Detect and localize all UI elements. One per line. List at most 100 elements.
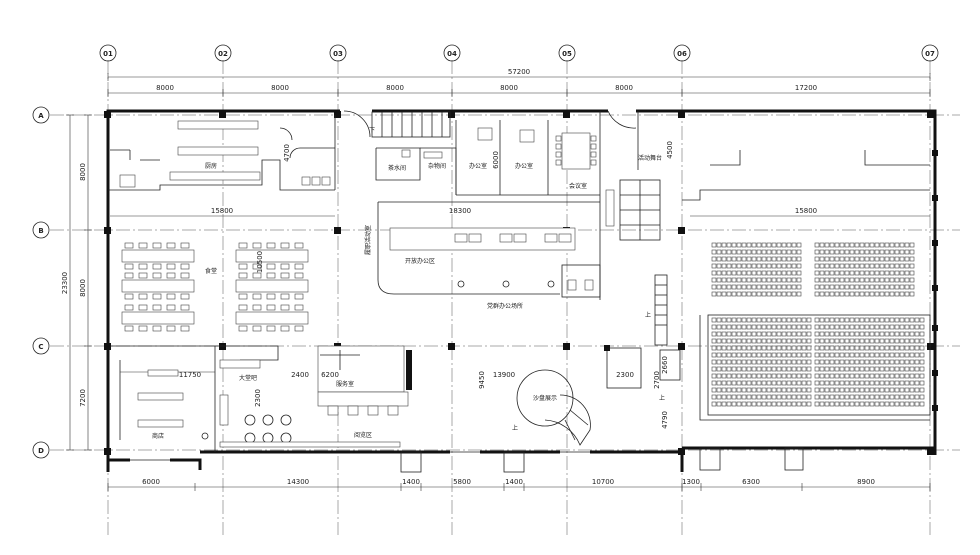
auditorium-seat [904, 373, 910, 379]
auditorium-seat [731, 380, 737, 386]
shop-label: 商店 [152, 432, 164, 440]
auditorium-seat [854, 338, 860, 344]
auditorium-seat [909, 380, 915, 386]
auditorium-seat [864, 263, 870, 269]
auditorium-seat [884, 291, 890, 297]
auditorium-seat [864, 380, 870, 386]
auditorium-seat [899, 387, 905, 393]
svg-text:A: A [38, 112, 44, 120]
reading-seat [280, 432, 292, 444]
auditorium-seat [889, 277, 895, 283]
canteen-chair [166, 293, 176, 300]
auditorium-seat [834, 277, 840, 283]
auditorium-seat [781, 249, 787, 255]
auditorium-seat [781, 242, 787, 248]
auditorium-seat [806, 387, 812, 393]
reading-label: 阅览区 [354, 431, 372, 439]
auditorium-seat [746, 373, 752, 379]
dim-bottom-5: 1400 [505, 478, 523, 486]
auditorium-seat [914, 359, 920, 365]
canteen-chair [280, 293, 290, 300]
auditorium-seat [839, 394, 845, 400]
auditorium-seat [814, 331, 820, 337]
auditorium-seat [874, 242, 880, 248]
canteen-chair [238, 293, 248, 300]
auditorium-seat [741, 366, 747, 372]
auditorium-seat [721, 380, 727, 386]
canteen-chair [180, 304, 190, 311]
auditorium-seat [864, 284, 870, 290]
auditorium-seat [721, 352, 727, 358]
auditorium-seat [761, 373, 767, 379]
auditorium-seat [746, 324, 752, 330]
auditorium-seat [869, 270, 875, 276]
auditorium-seat [919, 366, 925, 372]
auditorium-seat [791, 291, 797, 297]
auditorium-seat [859, 394, 865, 400]
auditorium-seat [824, 338, 830, 344]
auditorium-seat [839, 359, 845, 365]
auditorium-seat [786, 387, 792, 393]
auditorium-seat [711, 291, 717, 297]
auditorium-seat [874, 270, 880, 276]
auditorium-seat [834, 249, 840, 255]
canteen-chair [138, 272, 148, 279]
auditorium-seat [721, 373, 727, 379]
auditorium-seat [711, 256, 717, 262]
auditorium-seat [791, 387, 797, 393]
auditorium-seat [849, 277, 855, 283]
auditorium-seat [711, 401, 717, 407]
auditorium-seat [731, 242, 737, 248]
row-axis-markers: A B C D [32, 106, 50, 459]
auditorium-seat [884, 256, 890, 262]
auditorium-seat [746, 345, 752, 351]
auditorium-seat [716, 352, 722, 358]
canteen-table [121, 249, 195, 263]
canteen-chair [124, 272, 134, 279]
auditorium-seat [761, 387, 767, 393]
auditorium-seat [914, 366, 920, 372]
auditorium-seat [741, 331, 747, 337]
auditorium-seat [806, 366, 812, 372]
auditorium-seat [889, 359, 895, 365]
auditorium-seat [834, 380, 840, 386]
auditorium-seat [716, 317, 722, 323]
workstation [499, 233, 513, 243]
auditorium-seat [731, 277, 737, 283]
auditorium-seat [864, 256, 870, 262]
auditorium-seat [766, 366, 772, 372]
auditorium-seat [859, 380, 865, 386]
auditorium-seat [814, 249, 820, 255]
auditorium-seat [711, 366, 717, 372]
auditorium-seat [899, 359, 905, 365]
svg-text:D: D [38, 447, 44, 455]
office-1-label: 办公室 [469, 162, 487, 170]
auditorium-seat [771, 270, 777, 276]
auditorium-seat [819, 263, 825, 269]
auditorium-seat [756, 256, 762, 262]
auditorium-seat [824, 270, 830, 276]
auditorium-seat [824, 352, 830, 358]
canteen-chair [180, 272, 190, 279]
auditorium-seat [786, 317, 792, 323]
canteen-chair [180, 242, 190, 249]
auditorium-seat [894, 277, 900, 283]
auditorium-seat [771, 401, 777, 407]
auditorium-seat [829, 277, 835, 283]
auditorium-seat [711, 387, 717, 393]
auditorium-seat [756, 284, 762, 290]
auditorium-seat [909, 242, 915, 248]
auditorium-seat [786, 291, 792, 297]
canteen-chair [152, 304, 162, 311]
auditorium-seat [849, 284, 855, 290]
auditorium-seat [894, 291, 900, 297]
auditorium-seat [869, 373, 875, 379]
auditorium-seat [824, 359, 830, 365]
auditorium-seat [796, 401, 802, 407]
auditorium-seat [884, 352, 890, 358]
auditorium-seat [786, 366, 792, 372]
auditorium-seat [806, 352, 812, 358]
auditorium-seat [884, 277, 890, 283]
auditorium-seat [844, 270, 850, 276]
auditorium-seat [919, 380, 925, 386]
